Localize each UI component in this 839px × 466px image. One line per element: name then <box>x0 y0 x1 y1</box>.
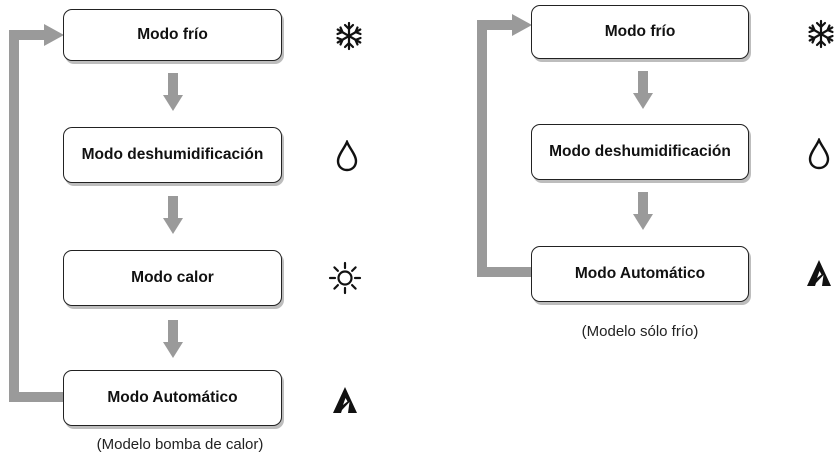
snowflake-icon <box>808 19 834 49</box>
loop-connector-left-top <box>9 30 49 40</box>
mode-box-heat: Modo calor <box>63 250 282 306</box>
droplet-icon <box>808 138 830 170</box>
mode-label: Modo calor <box>131 269 214 286</box>
mode-box-dry: Modo deshumidificación <box>63 127 282 183</box>
down-arrow <box>163 320 183 358</box>
loop-connector-left-vertical <box>9 30 19 402</box>
mode-label: Modo frío <box>604 23 676 40</box>
mode-label: Modo Automático <box>574 265 706 282</box>
loop-arrowhead-left <box>44 24 64 46</box>
down-arrow <box>633 192 653 230</box>
down-arrow <box>633 71 653 109</box>
diagram-caption: (Modelo sólo frío) <box>581 323 699 340</box>
mode-label: Modo frío <box>137 26 208 43</box>
loop-connector-right-top <box>477 20 517 30</box>
loop-connector-right-bottom <box>477 267 531 277</box>
mode-label: Modo deshumidificación <box>81 146 264 163</box>
mode-box-dry: Modo deshumidificación <box>531 124 749 180</box>
mode-box-cool: Modo frío <box>531 5 749 59</box>
loop-connector-left-bottom <box>9 392 63 402</box>
down-arrow <box>163 73 183 111</box>
snowflake-icon <box>336 21 362 51</box>
loop-connector-right-vertical <box>477 20 487 277</box>
loop-arrowhead-right <box>512 14 532 36</box>
auto-icon <box>333 387 357 413</box>
sun-icon <box>328 261 362 295</box>
diagram-caption: (Modelo bomba de calor) <box>96 436 264 453</box>
down-arrow <box>163 196 183 234</box>
mode-box-auto: Modo Automático <box>531 246 749 302</box>
auto-icon <box>807 260 831 286</box>
mode-label: Modo deshumidificación <box>549 143 731 160</box>
mode-box-auto: Modo Automático <box>63 370 282 426</box>
mode-label: Modo Automático <box>107 389 238 406</box>
droplet-icon <box>336 140 358 172</box>
mode-box-cool: Modo frío <box>63 9 282 61</box>
